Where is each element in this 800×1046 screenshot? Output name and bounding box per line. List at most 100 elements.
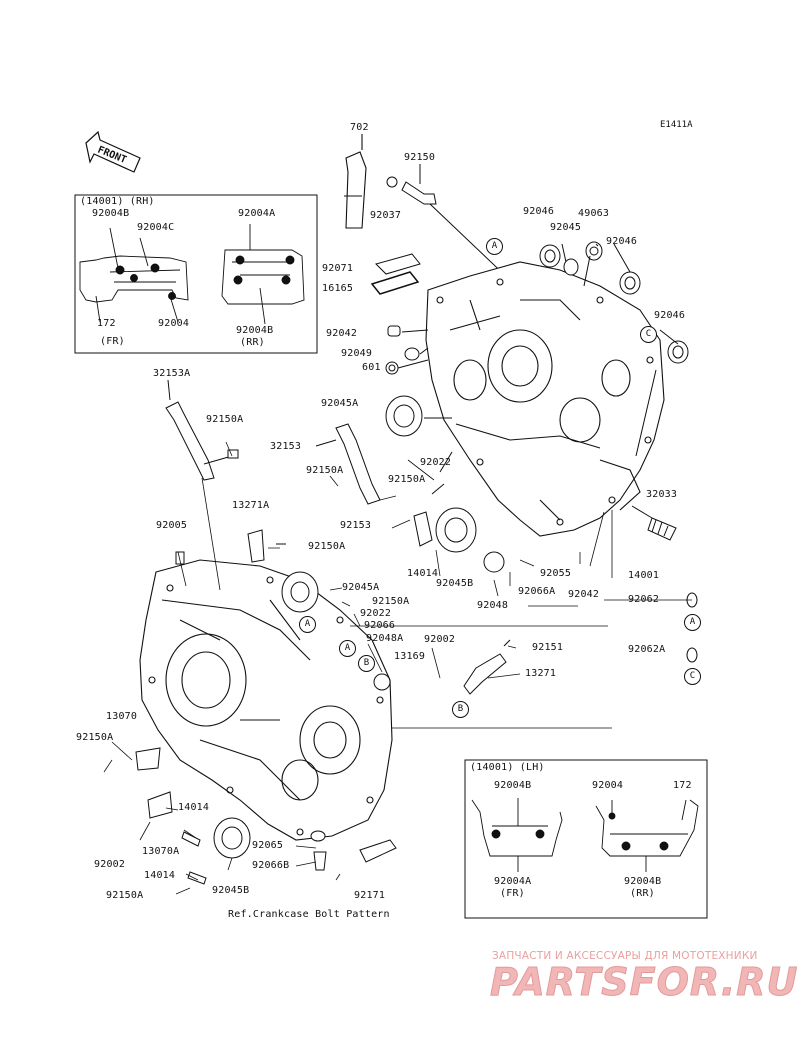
part-label[interactable]: 14014 <box>178 802 210 813</box>
diagram-code: E1411A <box>660 120 693 130</box>
part-label[interactable]: 92150A <box>372 596 410 607</box>
part-label[interactable]: 13070A <box>142 846 180 857</box>
part-label[interactable]: 13169 <box>394 651 426 662</box>
part-label[interactable]: 92049 <box>341 348 373 359</box>
bearings-lower <box>175 551 698 871</box>
part-label[interactable]: 16165 <box>322 283 354 294</box>
part-label[interactable]: 92005 <box>156 520 188 531</box>
inset-lh-drawing <box>471 798 699 872</box>
callout-a: A <box>299 616 316 633</box>
front-arrow: FRONT <box>85 130 141 173</box>
part-label[interactable]: 172 <box>97 318 116 329</box>
part-label[interactable]: 172 <box>673 780 692 791</box>
bracket-13271a <box>247 529 286 563</box>
part-label[interactable]: 32153A <box>153 368 191 379</box>
bearings-upper <box>385 241 689 573</box>
part-label[interactable]: 92046 <box>523 206 555 217</box>
part-label[interactable]: 92002 <box>424 634 456 645</box>
part-label[interactable]: 92004 <box>158 318 190 329</box>
part-label[interactable]: 92004 <box>592 780 624 791</box>
part-label[interactable]: 92045B <box>436 578 474 589</box>
part-label[interactable]: 92046 <box>606 236 638 247</box>
part-label[interactable]: 13271A <box>232 500 270 511</box>
part-label[interactable]: 14014 <box>144 870 176 881</box>
part-label[interactable]: 92037 <box>370 210 402 221</box>
callout-b: B <box>358 655 375 672</box>
part-label[interactable]: 92022 <box>360 608 392 619</box>
inset-rh-caption-rr: (RR) <box>240 337 265 348</box>
part-label[interactable]: 92062A <box>628 644 666 655</box>
part-label[interactable]: 92171 <box>354 890 386 901</box>
part-label[interactable]: 92066A <box>518 586 556 597</box>
part-label[interactable]: 92045A <box>342 582 380 593</box>
part-label[interactable]: 13271 <box>525 668 557 679</box>
part-label[interactable]: 92062 <box>628 594 660 605</box>
part-label[interactable]: 32033 <box>646 489 678 500</box>
bracket-13070 <box>135 747 161 771</box>
part-label[interactable]: 92071 <box>322 263 354 274</box>
part-label[interactable]: 92153 <box>340 520 372 531</box>
part-label[interactable]: 92150A <box>106 890 144 901</box>
part-label[interactable]: 92066 <box>364 620 396 631</box>
part-label[interactable]: 92042 <box>326 328 358 339</box>
oil-hose-32153a <box>165 379 239 481</box>
part-label[interactable]: 92002 <box>94 859 126 870</box>
part-label[interactable]: 92045A <box>321 398 359 409</box>
inset-rh-box <box>74 194 318 354</box>
part-label[interactable]: 92055 <box>540 568 572 579</box>
pin-14014 <box>181 831 207 885</box>
part-label[interactable]: 92048A <box>366 633 404 644</box>
callout-c: C <box>640 326 657 343</box>
part-label[interactable]: 13070 <box>106 711 138 722</box>
part-label[interactable]: 92150A <box>206 414 244 425</box>
gasket <box>370 253 421 295</box>
part-label[interactable]: 601 <box>362 362 381 373</box>
inset-rh-caption-fr: (FR) <box>100 336 125 347</box>
part-label[interactable]: 92042 <box>568 589 600 600</box>
part-label[interactable]: 92022 <box>420 457 452 468</box>
inset-rh-title: (14001) (RH) <box>80 196 155 207</box>
cover-13070a <box>147 791 173 819</box>
part-label[interactable]: 92066B <box>252 860 290 871</box>
part-label[interactable]: 702 <box>350 122 369 133</box>
inset-lh-box <box>464 759 708 919</box>
part-label[interactable]: 92046 <box>654 310 686 321</box>
plug-32033 <box>631 505 677 541</box>
part-label[interactable]: 92150A <box>306 465 344 476</box>
part-label[interactable]: 92004C <box>137 222 175 233</box>
part-label[interactable]: 92004A <box>238 208 276 219</box>
part-label[interactable]: 92065 <box>252 840 284 851</box>
part-label[interactable]: 92150A <box>388 474 426 485</box>
part-label[interactable]: 14014 <box>407 568 439 579</box>
part-label[interactable]: 92004B <box>236 325 274 336</box>
part-label[interactable]: 92151 <box>532 642 564 653</box>
inset-lh-title: (14001) (LH) <box>470 762 545 773</box>
part-label[interactable]: 92004A <box>494 876 532 887</box>
leader-lines <box>103 441 692 895</box>
part-label[interactable]: 92048 <box>477 600 509 611</box>
watermark-tagline: ЗАПЧАСТИ И АКСЕССУАРЫ ДЛЯ МОТОТЕХНИКИ <box>492 950 758 962</box>
part-label[interactable]: 92150A <box>308 541 346 552</box>
part-label[interactable]: 92004B <box>624 876 662 887</box>
callout-c: C <box>684 668 701 685</box>
part-label[interactable]: 92045 <box>550 222 582 233</box>
part-label[interactable]: 92004B <box>92 208 130 219</box>
callout-a: A <box>684 614 701 631</box>
part-label[interactable]: 92150A <box>76 732 114 743</box>
inset-lh-caption-rr: (RR) <box>630 888 655 899</box>
part-label[interactable]: 32153 <box>270 441 302 452</box>
lower-crankcase <box>139 559 393 841</box>
hose-92171 <box>359 839 397 863</box>
part-label[interactable]: 14001 <box>628 570 660 581</box>
part-label[interactable]: 92150 <box>404 152 436 163</box>
part-label[interactable]: 92045B <box>212 885 250 896</box>
part-label[interactable]: 49063 <box>578 208 610 219</box>
oil-hose-32153 <box>315 423 381 505</box>
watermark-brand[interactable]: PARTSFOR.RU <box>489 960 799 1005</box>
callout-a: A <box>486 238 503 255</box>
bolt-pattern-caption: Ref.Crankcase Bolt Pattern <box>228 909 390 920</box>
part-label[interactable]: 92004B <box>494 780 532 791</box>
callout-a: A <box>339 640 356 657</box>
